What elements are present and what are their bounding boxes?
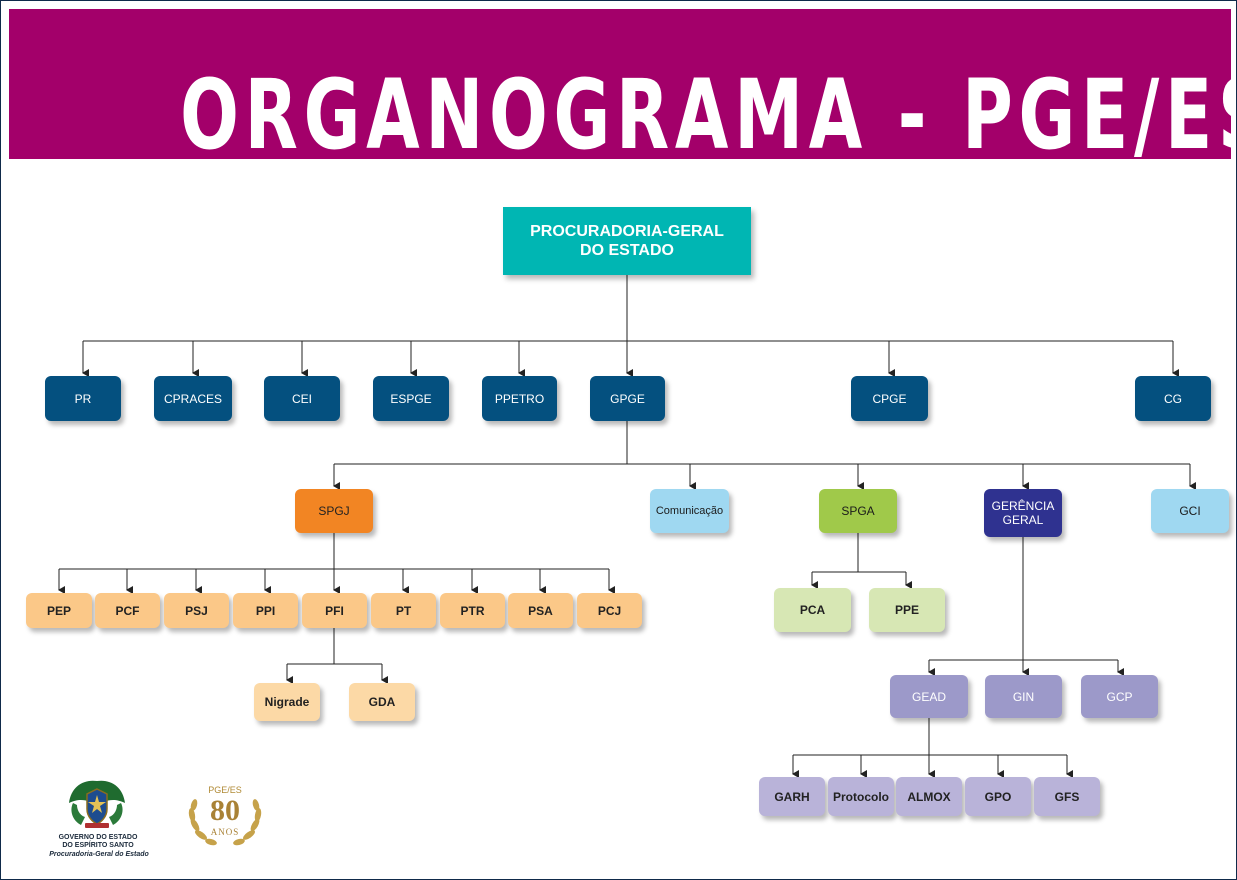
node-espge[interactable]: ESPGE bbox=[373, 376, 449, 421]
anniversary-top-text: PGE/ES bbox=[208, 785, 242, 795]
node-comunicacao[interactable]: Comunicação bbox=[650, 489, 729, 533]
governo-line2: DO ESPÍRITO SANTO bbox=[62, 842, 134, 849]
node-pcf[interactable]: PCF bbox=[95, 593, 160, 628]
node-protocolo[interactable]: Protocolo bbox=[828, 777, 894, 816]
node-gerencia-geral-line2: GERAL bbox=[1002, 513, 1044, 527]
node-pcj[interactable]: PCJ bbox=[577, 593, 642, 628]
node-garh[interactable]: GARH bbox=[759, 777, 825, 816]
node-pt[interactable]: PT bbox=[371, 593, 436, 628]
node-procuradoria-geral-line2: DO ESTADO bbox=[580, 242, 674, 259]
node-ppe[interactable]: PPE bbox=[869, 588, 945, 632]
node-gpo[interactable]: GPO bbox=[965, 777, 1031, 816]
governo-line1: GOVERNO DO ESTADO bbox=[58, 834, 138, 841]
node-ppetro[interactable]: PPETRO bbox=[482, 376, 557, 421]
node-pfi[interactable]: PFI bbox=[302, 593, 367, 628]
node-procuradoria-geral[interactable]: PROCURADORIA-GERAL DO ESTADO bbox=[503, 207, 751, 275]
node-pca[interactable]: PCA bbox=[774, 588, 851, 632]
node-spga[interactable]: SPGA bbox=[819, 489, 897, 533]
node-psj[interactable]: PSJ bbox=[164, 593, 229, 628]
node-psa[interactable]: PSA bbox=[508, 593, 573, 628]
anniversary-bottom-text: ANOS bbox=[210, 827, 240, 837]
node-gfs[interactable]: GFS bbox=[1034, 777, 1100, 816]
governo-line3: Procuradoria-Geral do Estado bbox=[49, 851, 149, 858]
node-gci[interactable]: GCI bbox=[1151, 489, 1229, 533]
laurel-wreath-icon bbox=[188, 799, 262, 846]
node-gerencia-geral-line1: GERÊNCIA bbox=[991, 499, 1055, 513]
coat-of-arms-icon bbox=[69, 780, 125, 828]
node-ppi[interactable]: PPI bbox=[233, 593, 298, 628]
anniversary-seal: PGE/ES 80 ANOS bbox=[183, 781, 267, 851]
node-gead[interactable]: GEAD bbox=[890, 675, 968, 718]
node-nigrade[interactable]: Nigrade bbox=[254, 683, 320, 721]
node-ptr[interactable]: PTR bbox=[440, 593, 505, 628]
node-gerencia-geral[interactable]: GERÊNCIA GERAL bbox=[984, 489, 1062, 537]
node-cpge[interactable]: CPGE bbox=[851, 376, 928, 421]
node-procuradoria-geral-line1: PROCURADORIA-GERAL bbox=[530, 223, 724, 240]
node-gin[interactable]: GIN bbox=[985, 675, 1062, 718]
node-spgj[interactable]: SPGJ bbox=[295, 489, 373, 533]
node-pr[interactable]: PR bbox=[45, 376, 121, 421]
title-banner: ORGANOGRAMA - PGE/ES bbox=[9, 9, 1231, 159]
node-pep[interactable]: PEP bbox=[26, 593, 92, 628]
node-cpraces[interactable]: CPRACES bbox=[154, 376, 232, 421]
node-cg[interactable]: CG bbox=[1135, 376, 1211, 421]
node-gda[interactable]: GDA bbox=[349, 683, 415, 721]
node-almox[interactable]: ALMOX bbox=[896, 777, 962, 816]
node-gcp[interactable]: GCP bbox=[1081, 675, 1158, 718]
node-cei[interactable]: CEI bbox=[264, 376, 340, 421]
node-gpge[interactable]: GPGE bbox=[590, 376, 665, 421]
anniversary-number: 80 bbox=[210, 794, 240, 827]
page-title: ORGANOGRAMA - PGE/ES bbox=[180, 59, 1231, 159]
